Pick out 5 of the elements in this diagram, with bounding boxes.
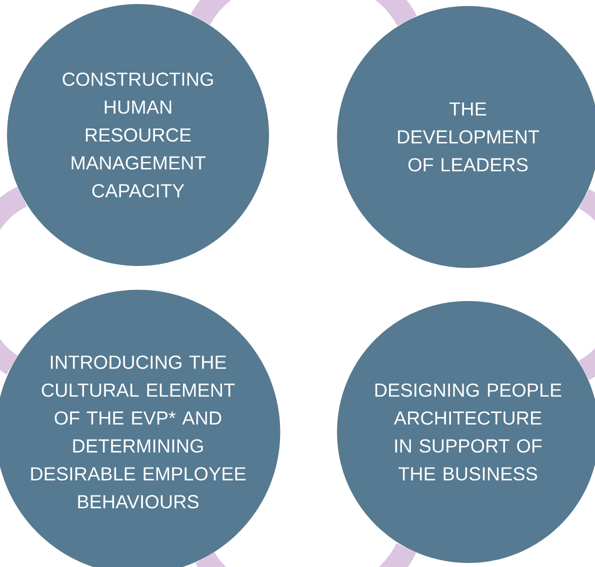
ring-arc — [578, 190, 595, 380]
ring-arc — [0, 187, 28, 374]
ring-arc — [191, 0, 416, 27]
ring-arc — [196, 542, 416, 567]
circle-node: CONSTRUCTING HUMAN RESOURCE MANAGEMENT CAPACITY — [7, 4, 269, 266]
